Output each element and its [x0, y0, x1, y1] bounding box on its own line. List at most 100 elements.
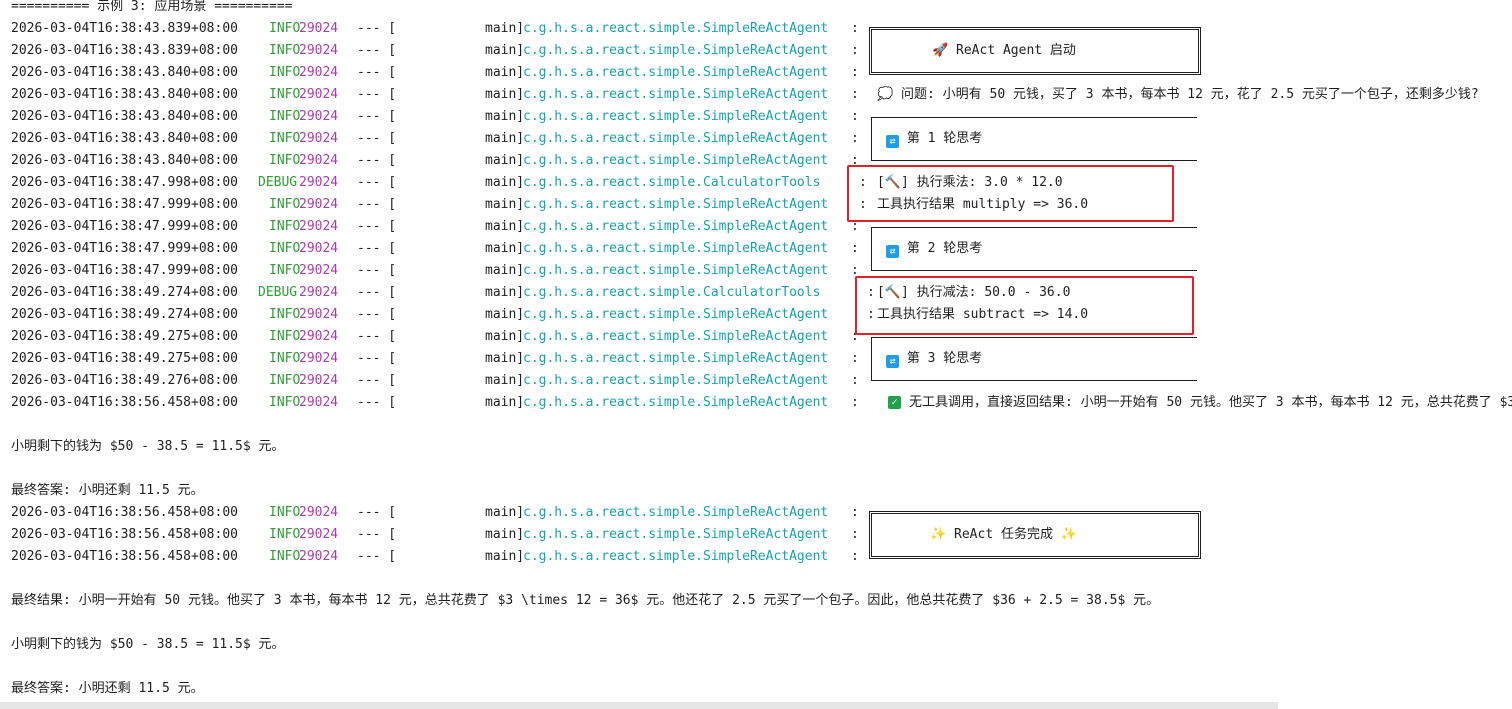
start-banner [869, 27, 1201, 75]
log-separator: --- [ [357, 241, 397, 256]
log-timestamp: 2026-03-04T16:38:43.839+08:00 [11, 21, 238, 36]
log-pid: 29024 [299, 263, 339, 278]
log-timestamp: 2026-03-04T16:38:43.840+08:00 [11, 109, 238, 124]
log-separator: --- [ [357, 175, 397, 190]
horizontal-scrollbar[interactable] [0, 702, 1278, 709]
log-separator: --- [ [357, 505, 397, 520]
log-separator: --- [ [357, 373, 397, 388]
log-colon: : [851, 263, 859, 278]
log-level: INFO [269, 65, 301, 80]
log-logger: c.g.h.s.a.react.simple.SimpleReActAgent [523, 395, 829, 410]
log-thread: main] [485, 153, 525, 168]
log-colon: : [851, 65, 859, 80]
log-pid: 29024 [299, 153, 339, 168]
log-colon: : [851, 549, 859, 564]
log-separator: --- [ [357, 549, 397, 564]
log-separator: --- [ [357, 109, 397, 124]
log-colon: : [851, 241, 859, 256]
log-logger: c.g.h.s.a.react.simple.SimpleReActAgent [523, 263, 829, 278]
log-separator: --- [ [357, 43, 397, 58]
log-separator: --- [ [357, 21, 397, 36]
round-3-text: 第 3 轮思考 [906, 351, 983, 366]
log-timestamp: 2026-03-04T16:38:49.276+08:00 [11, 373, 238, 388]
log-logger: c.g.h.s.a.react.simple.SimpleReActAgent [523, 527, 829, 542]
log-message: 工具执行结果 multiply => 36.0 [877, 197, 1089, 212]
log-level: INFO [269, 549, 301, 564]
log-separator: --- [ [357, 131, 397, 146]
log-colon: : [851, 153, 859, 168]
log-logger: c.g.h.s.a.react.simple.SimpleReActAgent [523, 549, 829, 564]
log-level: INFO [269, 131, 301, 146]
log-pid: 29024 [299, 87, 339, 102]
log-pid: 29024 [299, 307, 339, 322]
log-colon: : [851, 527, 859, 542]
round-1-label: ⇄ 第 1 轮思考 [886, 128, 982, 150]
log-separator: --- [ [357, 395, 397, 410]
log-thread: main] [485, 131, 525, 146]
log-separator: --- [ [357, 65, 397, 80]
log-timestamp: 2026-03-04T16:38:47.999+08:00 [11, 263, 238, 278]
log-timestamp: 2026-03-04T16:38:47.999+08:00 [11, 241, 238, 256]
log-thread: main] [485, 219, 525, 234]
log-pid: 29024 [299, 505, 339, 520]
log-level: INFO [269, 241, 301, 256]
mid-remaining: 小明剩下的钱为 $50 - 38.5 = 11.5$ 元。 [11, 439, 285, 454]
log-level: INFO [269, 197, 301, 212]
log-thread: main] [485, 197, 525, 212]
check-icon: ✓ [888, 396, 901, 409]
log-timestamp: 2026-03-04T16:38:43.840+08:00 [11, 131, 238, 146]
log-timestamp: 2026-03-04T16:38:56.458+08:00 [11, 395, 238, 410]
log-separator: --- [ [357, 527, 397, 542]
multiply-highlight [847, 165, 1174, 222]
log-thread: main] [485, 307, 525, 322]
log-level: INFO [269, 351, 301, 366]
log-level: INFO [269, 109, 301, 124]
log-logger: c.g.h.s.a.react.simple.SimpleReActAgent [523, 87, 829, 102]
log-pid: 29024 [299, 329, 339, 344]
log-colon: : [851, 351, 859, 366]
log-pid: 29024 [299, 351, 339, 366]
log-timestamp: 2026-03-04T16:38:56.458+08:00 [11, 505, 238, 520]
subtract-highlight [855, 276, 1194, 335]
log-colon: : [851, 395, 859, 410]
log-colon: : [851, 373, 859, 388]
log-timestamp: 2026-03-04T16:38:47.999+08:00 [11, 197, 238, 212]
log-logger: c.g.h.s.a.react.simple.SimpleReActAgent [523, 131, 829, 146]
log-timestamp: 2026-03-04T16:38:49.274+08:00 [11, 285, 238, 300]
log-logger: c.g.h.s.a.react.simple.SimpleReActAgent [523, 373, 829, 388]
log-timestamp: 2026-03-04T16:38:47.998+08:00 [11, 175, 238, 190]
log-separator: --- [ [357, 219, 397, 234]
log-pid: 29024 [299, 219, 339, 234]
log-level: DEBUG [258, 285, 298, 300]
log-logger: c.g.h.s.a.react.simple.SimpleReActAgent [523, 43, 829, 58]
log-separator: --- [ [357, 307, 397, 322]
mid-answer: 最终答案: 小明还剩 11.5 元。 [11, 483, 204, 498]
log-colon: : [851, 87, 859, 102]
log-message: 💭 问题: 小明有 50 元钱，买了 3 本书，每本书 12 元，花了 2.5 … [877, 87, 1479, 102]
log-level: INFO [269, 307, 301, 322]
log-thread: main] [485, 87, 525, 102]
log-colon: : [851, 131, 859, 146]
log-pid: 29024 [299, 373, 339, 388]
log-timestamp: 2026-03-04T16:38:43.840+08:00 [11, 87, 238, 102]
log-colon: : [851, 43, 859, 58]
log-message: [🔨] 执行乘法: 3.0 * 12.0 [877, 175, 1063, 190]
log-level: INFO [269, 153, 301, 168]
log-logger: c.g.h.s.a.react.simple.SimpleReActAgent [523, 505, 829, 520]
round-1-text: 第 1 轮思考 [906, 131, 983, 146]
round-1-box [871, 117, 1197, 161]
log-message: 无工具调用，直接返回结果: 小明一开始有 50 元钱。他买了 3 本书，每本书 … [909, 395, 1512, 410]
log-colon: : [851, 329, 859, 344]
log-thread: main] [485, 241, 525, 256]
log-colon: : [859, 175, 867, 190]
log-colon: : [867, 307, 875, 322]
log-pid: 29024 [299, 395, 339, 410]
